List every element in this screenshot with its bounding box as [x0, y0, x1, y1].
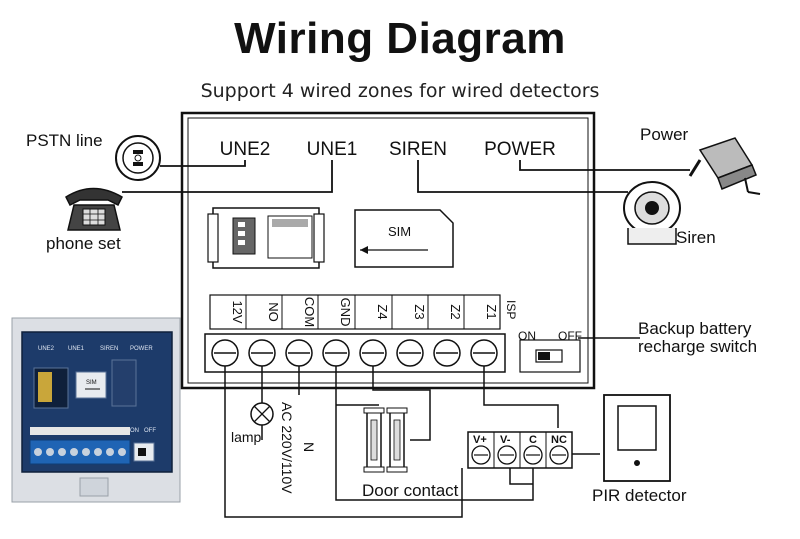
- backup-label-line2: recharge switch: [638, 337, 757, 356]
- page-subtitle: Support 4 wired zones for wired detector…: [200, 80, 600, 102]
- isp-label: ISP: [504, 300, 518, 319]
- ac-label: AC 220V/110V: [279, 402, 295, 494]
- terminal-screw-z1: [470, 339, 498, 367]
- page-title: Wiring Diagram: [234, 14, 566, 63]
- photo-switch-on: ON: [130, 428, 139, 434]
- siren-icon: [623, 181, 681, 245]
- switch-on-label: ON: [518, 329, 536, 343]
- power-adapter-icon: [688, 137, 761, 195]
- pir-detector-label: PIR detector: [592, 486, 687, 505]
- pir-terminal-c: C: [529, 434, 537, 446]
- terminal-z3-label: Z3: [412, 304, 427, 319]
- wire-pir-c: [509, 468, 533, 485]
- terminal-screw-no: [248, 339, 276, 367]
- terminal-screw-com: [285, 339, 313, 367]
- photo-switch-off: OFF: [144, 428, 156, 434]
- n-label: N: [301, 442, 317, 452]
- terminal-screw-z3: [396, 339, 424, 367]
- wire-z1-pir: [483, 366, 559, 428]
- photo-port-une1: UNE1: [68, 346, 85, 352]
- power-label: Power: [640, 125, 689, 144]
- pir-terminal-block: [467, 431, 573, 469]
- pstn-jack-icon: [115, 135, 161, 181]
- wire-12v-pir: [224, 366, 463, 518]
- wire-phone-une1: [122, 160, 333, 193]
- terminal-screw-gnd: [322, 339, 350, 367]
- main-board-inner-outline: [187, 117, 589, 384]
- port-power-label: POWER: [484, 139, 556, 160]
- sim-card-icon: [354, 209, 454, 268]
- wire-power: [519, 160, 690, 171]
- photo-port-power: POWER: [130, 346, 153, 352]
- backup-label-line1: Backup battery: [638, 319, 752, 338]
- terminal-com-label: COM: [302, 297, 317, 327]
- sim-holder-icon: [207, 207, 325, 269]
- battery-switch-knob: [538, 352, 550, 360]
- terminal-z1-label: Z1: [484, 304, 499, 319]
- pir-terminal-vplus: V+: [473, 434, 487, 446]
- lamp-icon: [250, 402, 274, 426]
- terminal-gnd-label: GND: [338, 298, 353, 327]
- lamp-label: lamp: [231, 429, 262, 445]
- siren-label: Siren: [676, 228, 716, 247]
- terminal-no-label: NO: [266, 302, 281, 322]
- terminal-z2-label: Z2: [448, 304, 463, 319]
- port-siren-label: SIREN: [389, 139, 447, 160]
- pir-terminal-nc: NC: [551, 434, 567, 446]
- wire-z4-door: [372, 366, 431, 441]
- door-contact-label: Door contact: [362, 481, 459, 500]
- telephone-icon: [65, 187, 123, 231]
- pir-terminal-vminus: V-: [500, 434, 511, 446]
- sim-label: SIM: [388, 224, 411, 239]
- phone-set-label: phone set: [46, 234, 121, 253]
- port-une2-label: UNE2: [220, 139, 271, 160]
- terminal-screw-z2: [433, 339, 461, 367]
- photo-sim-label: SIM: [86, 380, 97, 386]
- terminal-screw-z4: [359, 339, 387, 367]
- terminal-z4-label: Z4: [375, 304, 390, 319]
- port-une1-label: UNE1: [307, 139, 358, 160]
- photo-port-une2: UNE2: [38, 346, 55, 352]
- device-photo: [11, 317, 181, 503]
- pstn-line-label: PSTN line: [26, 131, 103, 150]
- terminal-12v-label: 12V: [230, 300, 245, 323]
- terminal-label-strip: [209, 294, 501, 330]
- pir-detector-icon: [603, 394, 671, 482]
- door-contact-icon: [363, 407, 408, 473]
- wire-pstn-une2: [160, 160, 246, 167]
- switch-off-label: OFF: [558, 329, 582, 343]
- wire-siren: [417, 160, 628, 193]
- terminal-screw-12v: [211, 339, 239, 367]
- photo-port-siren: SIREN: [100, 346, 118, 352]
